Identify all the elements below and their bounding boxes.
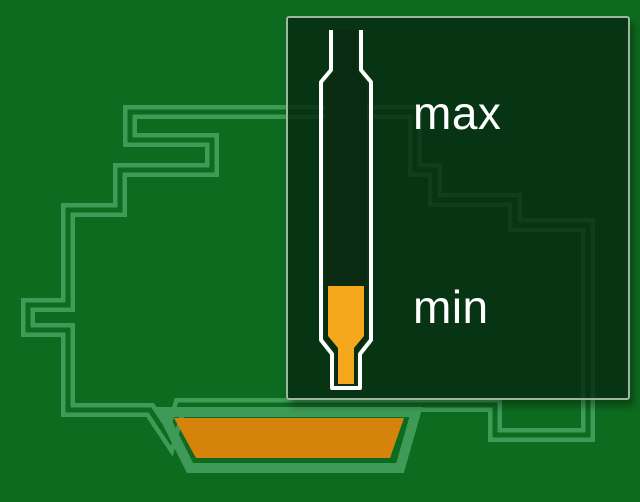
dipstick-panel: max min bbox=[286, 16, 630, 400]
min-label: min bbox=[413, 281, 489, 333]
dipstick-icon bbox=[319, 30, 373, 390]
oil-pan-outline bbox=[153, 407, 423, 473]
dipstick-oil-level bbox=[328, 286, 364, 384]
dipstick-tube-outline bbox=[319, 30, 373, 390]
max-label: max bbox=[413, 87, 502, 139]
oil-pan-icon bbox=[174, 418, 404, 458]
